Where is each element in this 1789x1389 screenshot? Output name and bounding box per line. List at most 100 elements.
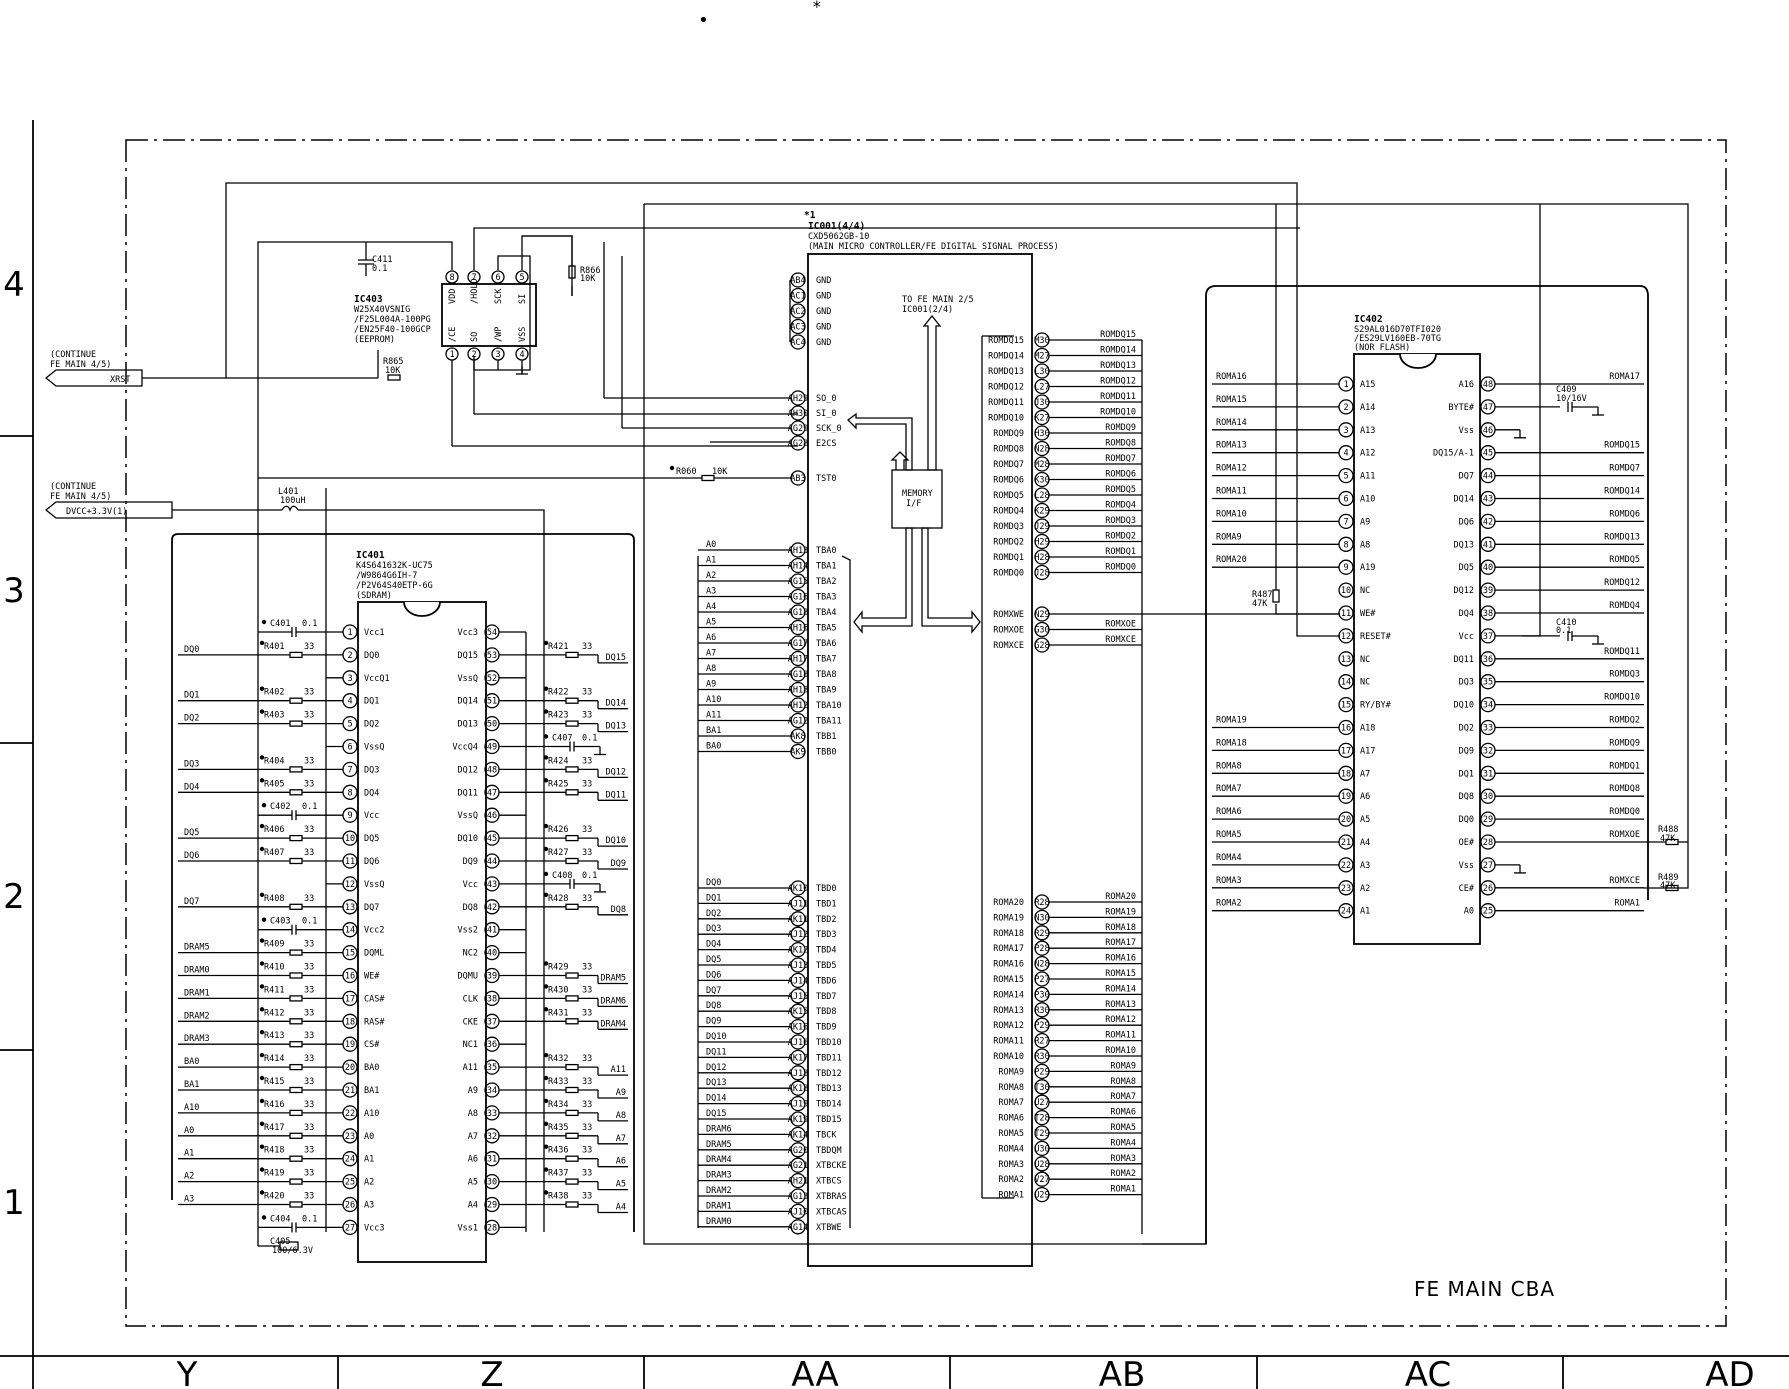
signal-label: ROMA17 [1105, 938, 1136, 948]
pin-number: M27 [1034, 352, 1049, 362]
value-label: 33 [304, 1146, 314, 1156]
signal-label: DQ11 [606, 790, 626, 800]
junction-dot [261, 917, 267, 922]
junction-dot [261, 1215, 267, 1220]
pin-name: Vcc3 [458, 628, 478, 638]
pin-name: TBA11 [816, 717, 842, 727]
signal-label: BA1 [184, 1080, 199, 1090]
resistor [565, 1155, 579, 1162]
pin-number: AK11 [788, 915, 808, 925]
pin-number: 6 [495, 273, 500, 283]
value-label: 0.1 [302, 619, 317, 629]
pin-number: AH18 [788, 686, 808, 696]
ref-label: R419 [264, 1169, 284, 1179]
pin-name: TBCK [816, 1130, 837, 1140]
signal-label: ROMA1 [1614, 899, 1640, 909]
ref-label: R404 [264, 756, 284, 766]
pin-name: TBB1 [816, 732, 836, 742]
signal-label: DRAM4 [600, 1019, 626, 1029]
value-label: 0.1 [582, 734, 597, 744]
signal-label: DRAM6 [706, 1124, 732, 1134]
pin-number: 3 [347, 674, 352, 684]
pin-number: AH17 [788, 655, 808, 665]
signal-label: ROMDQ3 [1609, 670, 1640, 680]
ref-label: R405 [264, 779, 284, 789]
pin-number: 51 [487, 697, 497, 707]
junction-dot [543, 1007, 549, 1012]
value-label: 33 [304, 1100, 314, 1110]
signal-label: ROMA5 [1110, 1123, 1136, 1133]
svg-text:0.1: 0.1 [372, 264, 387, 274]
pin-number: 47 [1483, 403, 1493, 413]
pin-number: 50 [487, 720, 497, 730]
pin-number: AK17 [788, 1053, 808, 1063]
signal-label: ROMA18 [1216, 738, 1247, 748]
signal-label: DQ12 [606, 767, 626, 777]
value-label: 33 [304, 985, 314, 995]
pin-name: DQ4 [364, 788, 379, 798]
signal-label: ROMA8 [1216, 761, 1242, 771]
pin-number: AG18 [788, 608, 808, 618]
svg-text:C409: C409 [1556, 385, 1576, 395]
value-label: 33 [582, 688, 592, 698]
ref-label: R427 [548, 848, 568, 858]
signal-label: DRAM1 [184, 988, 210, 998]
signal-label: ROMA20 [1105, 892, 1136, 902]
pin-number: 33 [1483, 724, 1493, 734]
pin-name: DQ13 [1454, 540, 1474, 550]
pin-name: /CE [448, 327, 458, 342]
pin-name: DQ10 [458, 834, 478, 844]
ref-label: R402 [264, 688, 284, 698]
pin-number: 20 [345, 1063, 355, 1073]
pin-name: A16 [1459, 380, 1474, 390]
pin-number: 9 [347, 811, 352, 821]
pin-name: RY/BY# [1360, 701, 1392, 711]
pin-number: H28 [1034, 553, 1049, 563]
pin-number: AG13 [788, 1192, 808, 1202]
signal-label: ROMDQ14 [1604, 487, 1640, 497]
svg-text:/F25L004A-100PG: /F25L004A-100PG [354, 315, 431, 325]
pin-name: ROMDQ6 [993, 476, 1024, 486]
pin-number: 53 [487, 651, 497, 661]
resistor [565, 1018, 579, 1025]
junction-dot [259, 892, 265, 897]
resistor [565, 1201, 579, 1208]
svg-text:IC401: IC401 [356, 550, 385, 561]
signal-label: DQ8 [611, 905, 626, 915]
pin-number: 41 [1483, 540, 1493, 550]
pin-name: DQ1 [364, 697, 379, 707]
ref-label: R418 [264, 1146, 284, 1156]
pin-name: DQ10 [1454, 701, 1474, 711]
value-label: 33 [304, 848, 314, 858]
pin-name: A10 [1360, 495, 1375, 505]
value-label: 33 [304, 711, 314, 721]
pin-name: DQML [364, 949, 384, 959]
value-label: 33 [582, 756, 592, 766]
pin-name: ROMA12 [993, 1021, 1024, 1031]
board-title: FE MAIN CBA [1414, 1277, 1555, 1301]
pin-number: 9 [1343, 563, 1348, 573]
svg-text:(EEPROM): (EEPROM) [354, 335, 395, 345]
pin-name: Vss1 [458, 1223, 478, 1233]
svg-text:/W9864G6IH-7: /W9864G6IH-7 [356, 571, 417, 581]
pin-number: N28 [1034, 445, 1049, 455]
svg-text:47K: 47K [1660, 834, 1676, 844]
pin-number: AG16 [788, 593, 808, 603]
signal-label: A11 [706, 711, 721, 721]
pin-name: DQ12 [1454, 586, 1474, 596]
pin-name: CE# [1459, 884, 1475, 894]
junction-dot [261, 619, 267, 625]
pin-number: 23 [1341, 884, 1351, 894]
pin-name: ROMDQ8 [993, 445, 1024, 455]
pin-number: 54 [487, 628, 497, 638]
pin-name: XTBRAS [816, 1192, 847, 1202]
pin-number: 24 [345, 1155, 355, 1165]
ref-label: R409 [264, 940, 284, 950]
pin-number: P29 [1034, 1021, 1049, 1031]
pin-number: AJ13 [788, 961, 808, 971]
pin-number: P29 [1034, 1067, 1049, 1077]
junction-dot [543, 1121, 549, 1127]
resistor [289, 903, 303, 910]
pin-name: A6 [1360, 792, 1370, 802]
pin-name: ROMDQ1 [993, 553, 1024, 563]
